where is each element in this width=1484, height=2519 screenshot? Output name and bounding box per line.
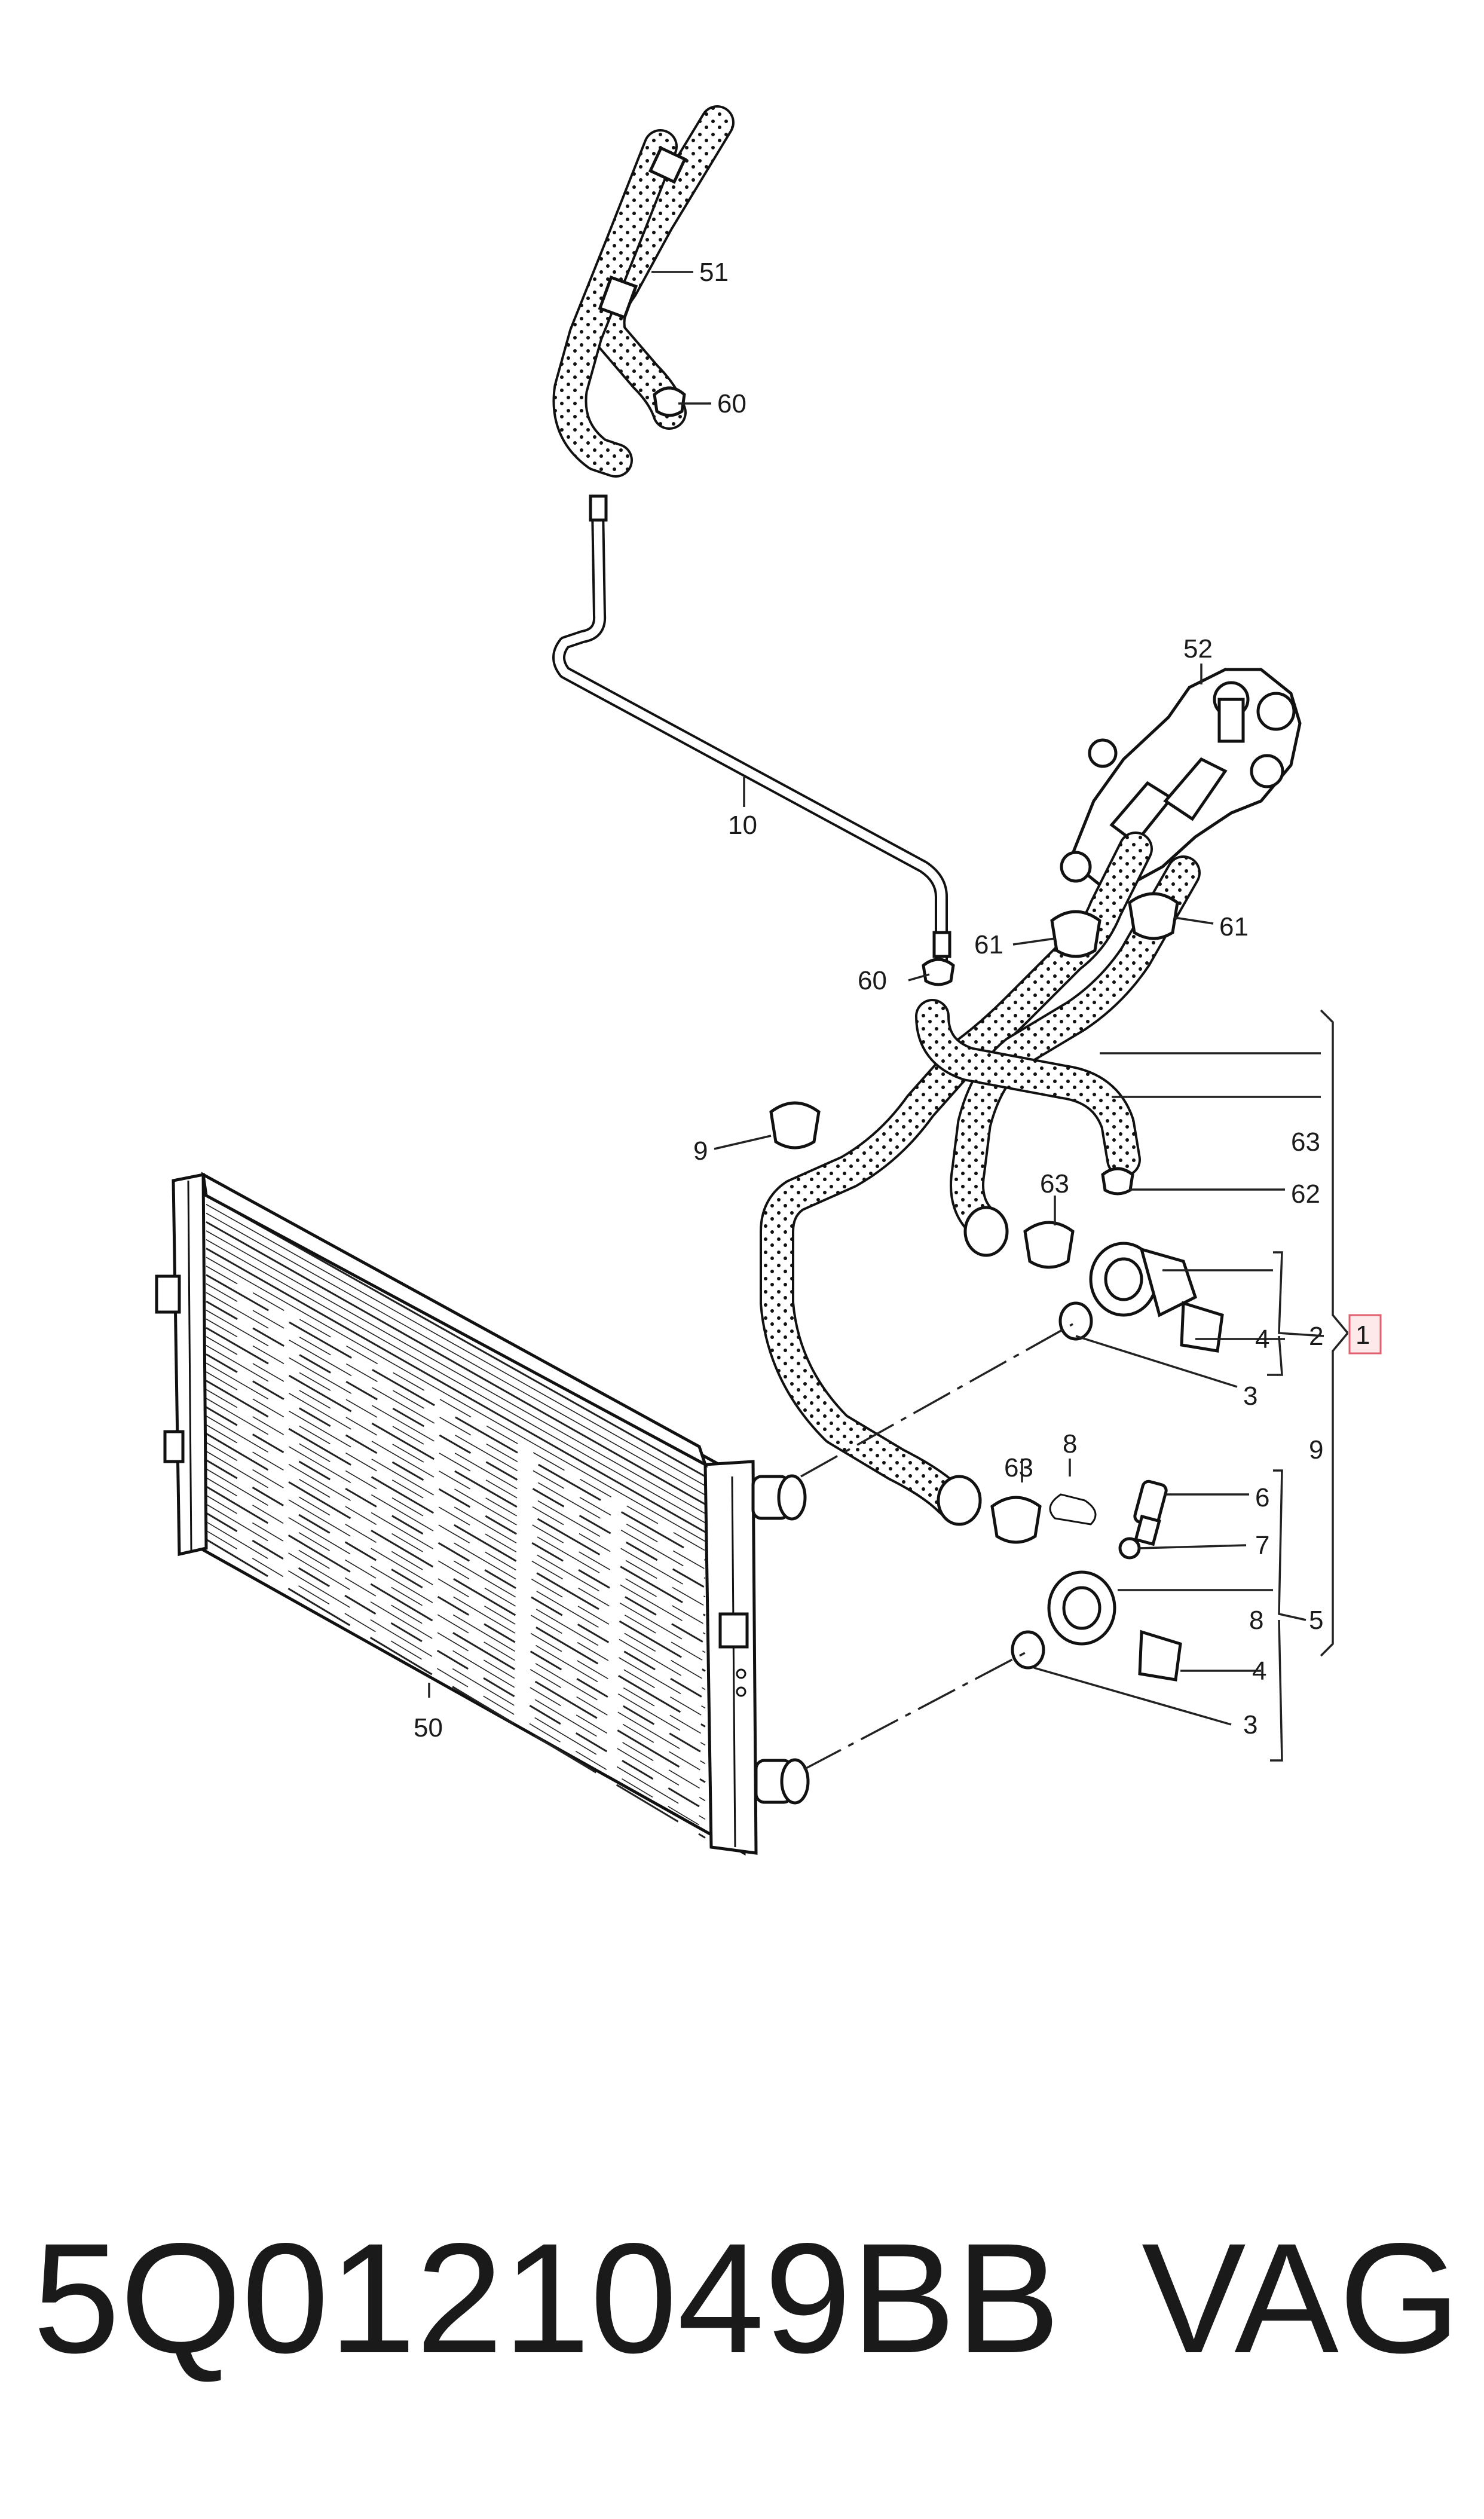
- radiator-fin: [206, 1265, 706, 1551]
- callout-60-upper: 60: [717, 389, 746, 418]
- radiator-fin: [206, 1221, 706, 1505]
- radiator-fin: [206, 1477, 706, 1774]
- radiator-fin: [206, 1389, 706, 1681]
- radiator-fin: [206, 1530, 706, 1829]
- part-number: 5Q0121049BB: [33, 2211, 1060, 2386]
- radiator-fin: [206, 1204, 706, 1487]
- callout-5: 5: [1309, 1606, 1323, 1635]
- radiator-fin: [206, 1239, 706, 1524]
- callout-labels: 51 60 52 10 61 61 60 9 63 63 62 2 4 3 1 …: [414, 258, 1370, 1742]
- radiator-fin: [206, 1512, 706, 1811]
- radiator-fin: [206, 1485, 706, 1783]
- callout-10: 10: [728, 811, 757, 840]
- radiator-fin: [206, 1194, 706, 1478]
- callout-7: 7: [1255, 1531, 1269, 1560]
- radiator-fin: [206, 1371, 706, 1662]
- radiator-fin: [206, 1451, 706, 1746]
- brand-name: VAG: [1142, 2211, 1461, 2386]
- radiator-fin: [206, 1380, 706, 1672]
- radiator-fin: [206, 1326, 706, 1616]
- leader-lines: [428, 271, 1349, 1771]
- radiator-fin: [206, 1300, 706, 1589]
- radiator-fin: [206, 1248, 706, 1533]
- radiator-fin: [206, 1257, 706, 1542]
- radiator-fin: [206, 1521, 706, 1820]
- bleed-pipe: [552, 494, 951, 975]
- radiator-fin: [206, 1336, 706, 1625]
- radiator-fin: [206, 1494, 706, 1792]
- callout-4-upper: 4: [1255, 1325, 1269, 1354]
- callout-62: 62: [1291, 1179, 1320, 1209]
- radiator-fin: [206, 1310, 706, 1598]
- callout-52: 52: [1183, 634, 1213, 664]
- connection-flanges: [1011, 1242, 1224, 1682]
- callout-63-upper: 63: [1040, 1169, 1069, 1199]
- callout-9-hose: 9: [1309, 1435, 1323, 1465]
- callout-3-upper: 3: [1243, 1381, 1257, 1411]
- radiator-fin: [206, 1432, 706, 1728]
- callout-8-clip: 8: [1063, 1429, 1077, 1459]
- callout-61-left: 61: [974, 930, 1003, 959]
- callout-61-right: 61: [1219, 912, 1249, 941]
- callout-50: 50: [414, 1713, 443, 1742]
- radiator-core-fins: [206, 1194, 706, 1839]
- callout-3-lower: 3: [1243, 1710, 1257, 1740]
- callout-6: 6: [1255, 1483, 1269, 1512]
- radiator-fin: [206, 1398, 706, 1690]
- radiator-fin: [206, 1212, 706, 1496]
- radiator-fin: [206, 1353, 706, 1644]
- upper-hose-assembly: [552, 105, 735, 478]
- radiator-fin: [206, 1442, 706, 1737]
- radiator-fin: [206, 1503, 706, 1802]
- callout-63-right: 63: [1291, 1127, 1320, 1157]
- callout-60-lower: 60: [858, 966, 887, 995]
- callout-4-lower: 4: [1252, 1656, 1266, 1686]
- radiator: [155, 1172, 810, 1856]
- coolant-pump-housing: [1060, 668, 1302, 886]
- radiator-fin: [206, 1459, 706, 1756]
- radiator-fin: [206, 1292, 706, 1579]
- highlight-box: [1348, 1314, 1382, 1355]
- radiator-fin: [206, 1362, 706, 1653]
- callout-1: 1: [1356, 1320, 1370, 1350]
- radiator-fin: [206, 1274, 706, 1561]
- callout-2: 2: [1309, 1322, 1323, 1351]
- radiator-fin: [206, 1416, 706, 1709]
- radiator-fin: [206, 1345, 706, 1635]
- callout-9-clamp: 9: [693, 1136, 708, 1166]
- radiator-fin: [206, 1468, 706, 1765]
- radiator-fin: [206, 1424, 706, 1718]
- main-coolant-hoses: [760, 831, 1201, 1544]
- radiator-fin: [206, 1318, 706, 1607]
- radiator-fin: [206, 1283, 706, 1570]
- radiator-fin: [206, 1230, 706, 1514]
- callout-8-flange: 8: [1249, 1606, 1263, 1635]
- callout-63-lower: 63: [1004, 1453, 1033, 1482]
- radiator-fin: [206, 1538, 706, 1839]
- radiator-fin: [206, 1406, 706, 1700]
- callout-51: 51: [699, 258, 729, 287]
